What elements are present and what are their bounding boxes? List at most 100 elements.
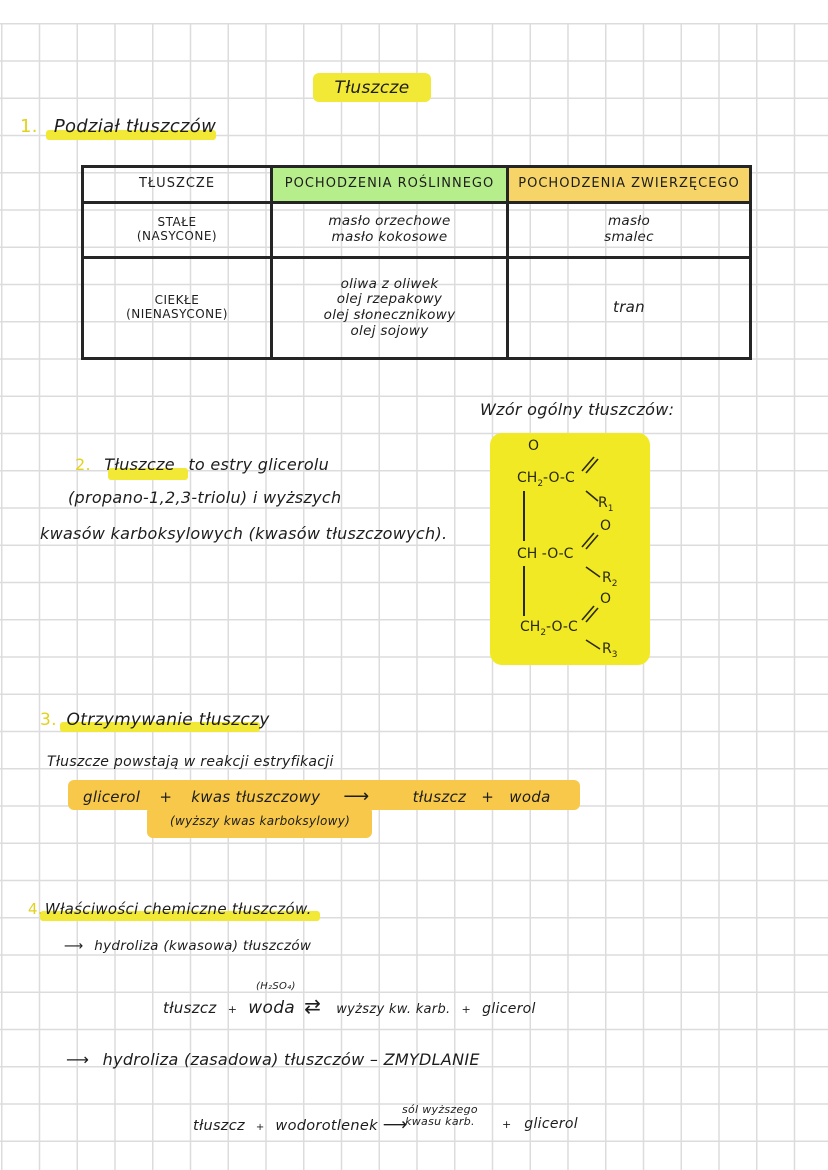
plus-sign: + xyxy=(502,1118,512,1131)
product-line: kwasu karb. xyxy=(405,1114,475,1128)
item-label: hydroliza (zasadowa) tłuszczów – ZMYDLAN… xyxy=(102,1050,480,1069)
catalyst-label: (H₂SO₄) xyxy=(256,981,296,992)
subscript: 2 xyxy=(611,578,618,589)
carbon-group: CH xyxy=(517,546,538,562)
bond-line xyxy=(523,491,525,541)
ester-chain: -O-C xyxy=(543,470,575,486)
cell-line: CIEKŁE xyxy=(154,293,200,308)
section1-number: 1. xyxy=(20,116,38,137)
oxygen-3: O xyxy=(600,591,612,607)
section2-line-2: (propano-1,2,3-triolu) i wyższych xyxy=(68,488,342,507)
cell-line: masło orzechowe xyxy=(328,213,451,230)
table-cell-type-liquid: CIEKŁE (NIENASYCONE) xyxy=(84,259,273,357)
basic-hydrolysis-label: ⟶ hydroliza (zasadowa) tłuszczów – ZMYDL… xyxy=(66,1050,480,1069)
cell-line: olej sojowy xyxy=(350,322,429,339)
saponification-products: + glicerol xyxy=(502,1116,578,1132)
table-cell-animal-liquid: tran xyxy=(509,259,749,357)
section2-text: to estry glicerolu xyxy=(188,455,330,474)
grid-paper-background xyxy=(0,23,828,1170)
table-cell-animal-solid: masło smalec xyxy=(509,204,749,259)
r-letter: R xyxy=(602,570,612,586)
acid-hydrolysis-label: ⟶ hydroliza (kwasowa) tłuszczów xyxy=(64,938,311,954)
oxygen-2: O xyxy=(600,518,612,534)
cell-line: STAŁE xyxy=(157,215,197,230)
heading-highlight xyxy=(40,911,320,921)
saponification-equation: tłuszcz + wodorotlenek ⟶ xyxy=(193,1115,407,1135)
item-label: hydroliza (kwasowa) tłuszczów xyxy=(94,938,312,954)
esterification-equation: glicerol + kwas tłuszczowy ⟶ tłuszcz + w… xyxy=(83,786,551,807)
section2-highlight-word: Tłuszcze xyxy=(104,455,175,474)
subscript: 2 xyxy=(537,478,544,489)
fatty-acid-note: (wyższy kwas karboksylowy) xyxy=(170,814,351,828)
arrow-bullet-icon: ⟶ xyxy=(66,1050,90,1069)
cell-line: olej słonecznikowy xyxy=(323,307,456,323)
cell-line: olej rzepakowy xyxy=(336,291,443,308)
r-group-3: R3 xyxy=(602,641,617,660)
plus-sign: + xyxy=(255,1122,265,1133)
formula-row-2: CH -O-C xyxy=(517,546,573,562)
section3-number: 3. xyxy=(40,710,57,730)
table-header-fats: TŁUSZCZE xyxy=(84,168,273,204)
product-soap: sól wyższego kwasu karb. xyxy=(402,1104,478,1127)
r-letter: R xyxy=(598,495,608,511)
arrow-icon: ⟶ xyxy=(382,1115,408,1135)
page-title: Tłuszcze xyxy=(313,73,431,102)
plus-sign: + xyxy=(227,1003,238,1016)
product-glycerol: glicerol xyxy=(482,1001,536,1017)
ester-chain: -O-C xyxy=(546,619,578,635)
cell-line: tran xyxy=(613,298,645,317)
section4-number: 4. xyxy=(28,900,43,918)
oxygen-1: O xyxy=(528,438,540,454)
section1-heading-text: Podział tłuszczów xyxy=(53,116,217,137)
general-formula-box: O CH2-O-C R1 O CH -O-C R2 O CH2-O-C R3 xyxy=(490,433,650,665)
product-acid: wyższy kw. karb. xyxy=(336,1002,451,1017)
r-group-2: R2 xyxy=(602,570,617,589)
cell-line: (NASYCONE) xyxy=(136,229,218,243)
plus-sign: + xyxy=(461,1003,472,1016)
cell-line: smalec xyxy=(604,229,654,245)
cell-line: masło xyxy=(607,213,651,230)
formula-row-3: CH2-O-C xyxy=(520,619,578,638)
section4-heading: 4.Właściwości chemiczne tłuszczów. xyxy=(28,900,312,918)
formula-row-1: CH2-O-C xyxy=(517,470,575,489)
reactant-water: woda xyxy=(248,998,296,1018)
acid-hydrolysis-equation: tłuszcz + woda ⇄ wyższy kw. karb. + glic… xyxy=(163,994,536,1018)
reactant-fatty-acid: kwas tłuszczowy xyxy=(191,788,321,806)
product-fat: tłuszcz xyxy=(412,788,467,806)
subscript: 2 xyxy=(540,627,547,638)
product-glycerol: glicerol xyxy=(524,1116,578,1132)
reactant-glycerol: glicerol xyxy=(83,788,141,806)
ester-chain: -O-C xyxy=(537,546,574,562)
table-cell-plant-solid: masło orzechowe masło kokosowe xyxy=(273,204,509,259)
cell-line: oliwa z oliwek xyxy=(340,275,439,292)
carbon-group: CH xyxy=(520,619,541,635)
fat-classification-table: TŁUSZCZE POCHODZENIA ROŚLINNEGO POCHODZE… xyxy=(81,165,752,360)
highlight-marker xyxy=(108,468,188,480)
section3-heading: 3. Otrzymywanie tłuszczy xyxy=(40,710,270,730)
product-water: woda xyxy=(509,788,551,806)
section3-heading-text: Otrzymywanie tłuszczy xyxy=(66,710,270,730)
reactant-fat: tłuszcz xyxy=(163,999,217,1017)
table-header-animal: POCHODZENIA ZWIERZĘCEGO xyxy=(509,168,749,204)
heading-highlight xyxy=(46,130,216,140)
section4-heading-text: Właściwości chemiczne tłuszczów. xyxy=(44,900,312,918)
table-cell-plant-liquid: oliwa z oliwek olej rzepakowy olej słone… xyxy=(273,259,509,357)
formula-label: Wzór ogólny tłuszczów: xyxy=(480,400,675,419)
table-header-plant: POCHODZENIA ROŚLINNEGO xyxy=(273,168,509,204)
arrow-icon: ⟶ xyxy=(343,786,370,807)
plus-sign: + xyxy=(481,788,495,806)
section3-intro: Tłuszcze powstają w reakcji estryfikacji xyxy=(47,754,334,770)
subscript: 1 xyxy=(607,503,614,514)
section2-line-3: kwasów karboksylowych (kwasów tłuszczowy… xyxy=(40,524,448,543)
equation-highlight xyxy=(68,780,580,810)
product-line: sól wyższego xyxy=(402,1103,478,1116)
equilibrium-arrow-icon: ⇄ xyxy=(304,994,322,1018)
heading-highlight xyxy=(60,722,260,732)
section1-heading: 1. Podział tłuszczów xyxy=(20,116,216,137)
table-cell-type-solid: STAŁE (NASYCONE) xyxy=(84,204,273,259)
r-letter: R xyxy=(602,641,612,657)
reactant-hydroxide: wodorotlenek xyxy=(275,1118,378,1134)
section2-number: 2. xyxy=(75,455,91,474)
bond-lines-icon xyxy=(581,456,601,650)
plus-sign: + xyxy=(159,788,173,806)
